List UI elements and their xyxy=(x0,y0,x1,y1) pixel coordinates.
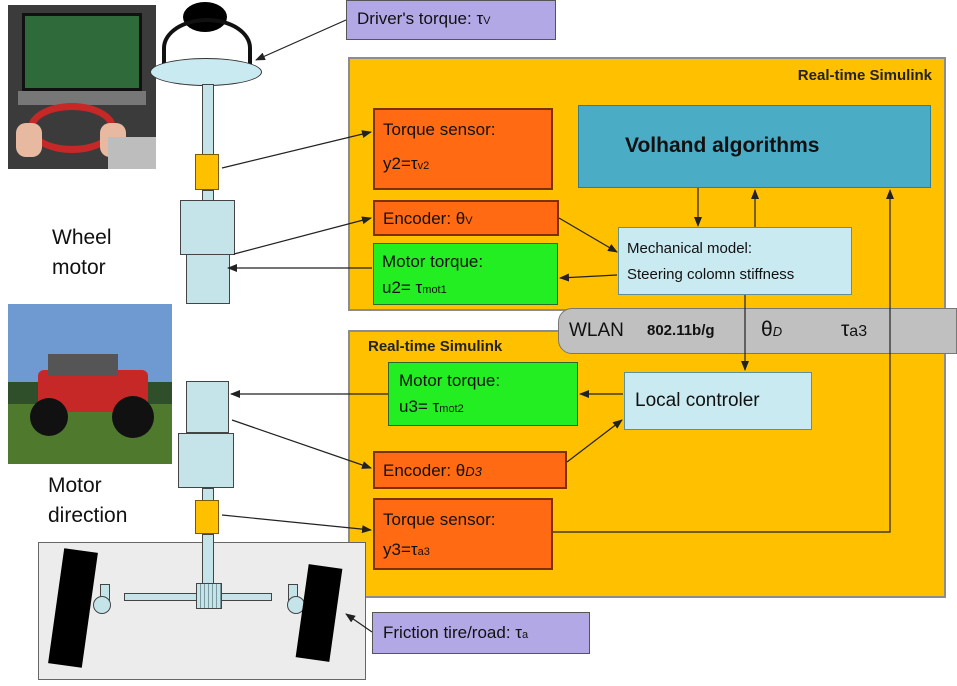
upper-encoder-body xyxy=(180,200,235,255)
wheel-motor-label-line1: Wheel xyxy=(52,226,112,249)
wheel-motor-body xyxy=(186,254,230,304)
friction-sub: a xyxy=(521,629,529,641)
arrow-encoder-to-model xyxy=(558,217,618,253)
top-torque-sensor-line1: Torque sensor: xyxy=(383,120,496,139)
volhand-algorithms-label: Volhand algorithms xyxy=(625,134,820,157)
top-encoder-box: Encoder: θV xyxy=(373,200,559,236)
top-torque-sensor-sub: v2 xyxy=(417,160,430,172)
wlan-theta: θ xyxy=(761,318,773,341)
bottom-encoder-sub: D3 xyxy=(465,464,482,479)
friction-label: Friction tire/road: τa xyxy=(372,612,590,654)
arrow-top-torque-sensor xyxy=(221,130,372,169)
monitor-screen xyxy=(22,13,142,91)
driver-torque-sub: V xyxy=(483,15,491,27)
wlan-label: WLAN xyxy=(569,320,624,341)
vehicle-wheel-rear xyxy=(112,396,154,438)
photo-steering-simulator xyxy=(8,5,156,169)
arrow-bottom-encoder xyxy=(231,419,372,469)
top-torque-sensor-box: Torque sensor: y2=τv2 xyxy=(373,108,553,190)
bottom-motor-torque-line1: Motor torque: xyxy=(399,371,501,390)
bottom-motor-torque-box: Motor torque: u3= τmot2 xyxy=(388,362,578,426)
bottom-torque-sensor-line2: y3=τ xyxy=(383,540,418,559)
top-motor-torque-line2: u2= τ xyxy=(382,278,423,297)
mechanical-model-line2: Steering colomn stiffness xyxy=(627,266,795,283)
motor-direction-label-line1: Motor xyxy=(48,474,102,497)
rack-pinion xyxy=(196,583,222,609)
mechanical-model-box: Mechanical model: Steering colomn stiffn… xyxy=(618,227,852,295)
local-controller-box: Local controler xyxy=(624,372,812,430)
wlan-theta-sub: D xyxy=(772,324,783,339)
friction-text: Friction tire/road: τ xyxy=(383,623,522,642)
hand-left xyxy=(16,123,42,157)
bottom-encoder-box: Encoder: θD3 xyxy=(373,451,567,489)
arrow-torque-feedback xyxy=(553,189,894,533)
motor-direction-label-line2: direction xyxy=(48,504,128,527)
top-motor-torque-box: Motor torque: u2= τmot1 xyxy=(373,243,558,305)
arrow-model-to-motor xyxy=(559,273,618,282)
simulink-top-title: Real-time Simulink xyxy=(797,67,932,84)
bottom-torque-sensor-box: Torque sensor: y3=τa3 xyxy=(373,498,553,570)
driver-torque-text: Driver's torque: τ xyxy=(357,9,484,28)
volhand-algorithms-box: Volhand algorithms xyxy=(578,105,931,188)
wlan-tau: τ xyxy=(841,318,850,341)
top-torque-sensor-line2: y2=τ xyxy=(383,154,418,173)
bottom-torque-sensor-line1: Torque sensor: xyxy=(383,510,496,529)
bottom-motor-torque-line2: u3= τ xyxy=(399,397,440,416)
wlan-standard: 802.11b/g xyxy=(647,322,715,339)
mechanical-model-line1: Mechanical model: xyxy=(627,240,753,257)
vehicle-frame xyxy=(48,354,118,376)
arrow-bottom-torque-sensor xyxy=(221,514,372,534)
top-encoder-label: Encoder: θ xyxy=(383,209,466,228)
driver-arms xyxy=(162,18,252,78)
top-encoder-sub: V xyxy=(465,215,473,227)
arrow-top-encoder xyxy=(233,216,372,255)
bottom-torque-sensor-sub: a3 xyxy=(417,546,430,558)
arrow-friction xyxy=(345,613,373,633)
dashboard-panel xyxy=(108,137,156,169)
monitor-frame xyxy=(18,91,146,105)
arrow-encoder-to-controller xyxy=(566,419,623,463)
direction-motor-body xyxy=(186,381,229,433)
driver-torque-label: Driver's torque: τV xyxy=(346,0,556,40)
vehicle-wheel-front xyxy=(30,398,68,436)
lower-encoder-body xyxy=(178,433,234,488)
lower-torque-sensor xyxy=(195,500,219,534)
wheel-motor-label-line2: motor xyxy=(52,256,106,279)
steering-wheel-disc xyxy=(150,58,262,86)
arrow-driver-torque xyxy=(255,19,347,61)
local-controller-label: Local controler xyxy=(635,390,760,411)
wlan-tau-sub: a3 xyxy=(849,323,868,340)
bottom-motor-torque-sub: mot2 xyxy=(439,403,464,415)
top-motor-torque-line1: Motor torque: xyxy=(382,252,484,271)
simulink-bottom-title: Real-time Simulink xyxy=(368,338,503,355)
upper-torque-sensor xyxy=(195,154,219,190)
bottom-encoder-label: Encoder: θ xyxy=(383,461,466,480)
photo-vehicle xyxy=(8,304,172,464)
knuckle-left xyxy=(93,596,111,614)
top-motor-torque-sub: mot1 xyxy=(422,284,447,296)
